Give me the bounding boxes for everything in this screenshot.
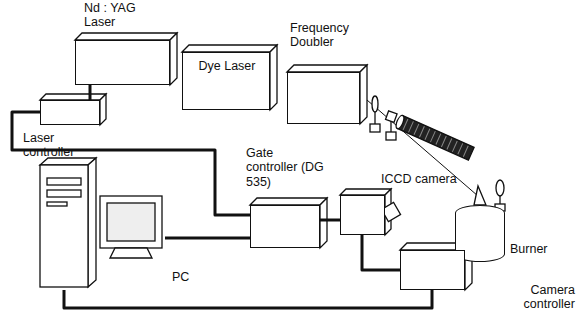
tube-hatch bbox=[447, 138, 452, 149]
drive-bay bbox=[47, 190, 81, 197]
mirror-base bbox=[386, 132, 396, 140]
tube-hatch bbox=[458, 143, 463, 154]
monitor-screen bbox=[107, 203, 155, 241]
monitor-stand bbox=[110, 248, 152, 258]
box-top-face bbox=[75, 33, 177, 40]
cable bbox=[12, 112, 250, 215]
laser-unit: Nd : YAG Laser bbox=[75, 40, 170, 85]
tube bbox=[394, 114, 474, 160]
flame bbox=[474, 186, 486, 205]
box-side-face bbox=[170, 33, 177, 85]
pc-tower-side bbox=[88, 158, 96, 287]
equipment-label: Burner bbox=[510, 242, 560, 256]
equipment-label: Dye Laser bbox=[187, 59, 267, 73]
box-side-face bbox=[360, 65, 367, 124]
box-side-face bbox=[100, 94, 106, 125]
cable bbox=[89, 85, 92, 100]
cable bbox=[64, 290, 432, 308]
camera-box: ICCD camera bbox=[340, 195, 385, 235]
beam bbox=[367, 100, 478, 196]
lens-post bbox=[374, 112, 375, 124]
laser-unit: Dye Laser bbox=[182, 52, 270, 110]
drive-bay bbox=[47, 178, 81, 185]
beam-dump bbox=[496, 180, 504, 196]
mirror-post bbox=[390, 121, 391, 132]
controller-box: Gate controller (DG 535) bbox=[250, 205, 320, 248]
tube-hatch bbox=[414, 124, 419, 135]
equipment-label: Laser controller bbox=[23, 131, 87, 160]
controller-box: Laser controller bbox=[40, 100, 100, 125]
equipment-label: Gate controller (DG 535) bbox=[246, 146, 326, 189]
pc-tower bbox=[40, 165, 88, 287]
equipment-label: ICCD camera bbox=[381, 172, 471, 186]
tube-hatch bbox=[419, 126, 424, 137]
box-top-face bbox=[182, 45, 277, 52]
tube-hatch bbox=[409, 121, 414, 132]
cable bbox=[362, 235, 400, 270]
box-top-face bbox=[287, 65, 367, 72]
box-side-face bbox=[320, 198, 327, 248]
monitor bbox=[100, 196, 162, 248]
equipment-label: Camera controller bbox=[501, 283, 575, 312]
controller-box: Camera controller bbox=[400, 250, 465, 290]
equipment-label: PC bbox=[172, 270, 202, 284]
equipment-label: Frequency Doubler bbox=[290, 21, 362, 50]
tube-hatch bbox=[430, 131, 435, 142]
cable bbox=[320, 219, 340, 222]
tube-hatch bbox=[425, 129, 430, 140]
floppy-slot bbox=[47, 202, 67, 206]
pc-unit: PC bbox=[40, 158, 165, 290]
lens bbox=[372, 96, 378, 112]
tube-hatch bbox=[452, 141, 457, 152]
box-top-face bbox=[250, 198, 327, 205]
dump-post bbox=[499, 196, 500, 204]
box-faces bbox=[40, 33, 472, 290]
tube-hatch bbox=[463, 146, 468, 157]
tube-hatch bbox=[436, 134, 441, 145]
cable bbox=[165, 237, 250, 240]
lens-base bbox=[370, 124, 380, 132]
equipment-label: Nd : YAG Laser bbox=[84, 1, 146, 30]
mirror bbox=[386, 111, 398, 123]
tube-hatch bbox=[441, 136, 446, 147]
box-side-face bbox=[270, 45, 277, 110]
laser-unit: Frequency Doubler bbox=[287, 72, 360, 124]
